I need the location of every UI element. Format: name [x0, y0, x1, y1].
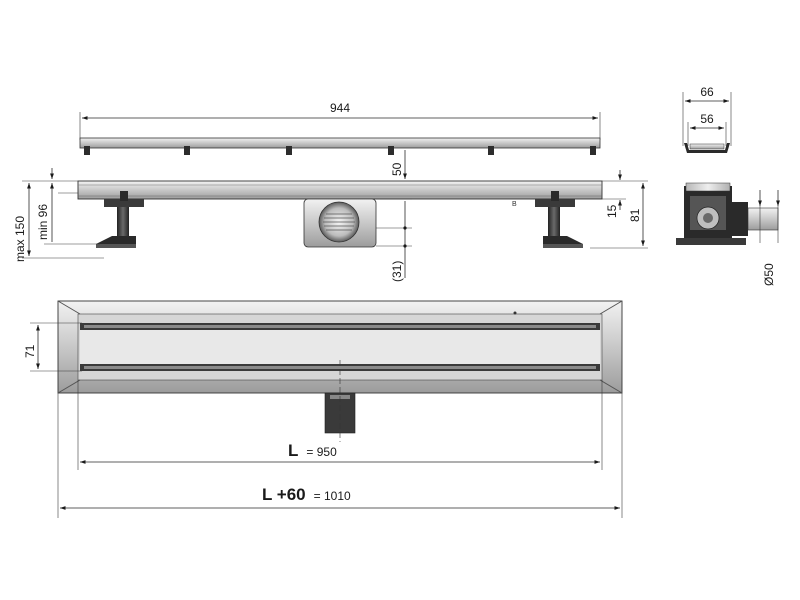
- dim-944-label: 944: [330, 101, 350, 115]
- dim-50-label: 50: [390, 162, 404, 176]
- left-adjustable-foot: [96, 191, 144, 248]
- dim-71-label: 71: [23, 344, 37, 358]
- profile-section: 66 56: [682, 85, 732, 153]
- dim-L60-label: L +60 = 1010: [262, 485, 351, 504]
- dim-15-label: 15: [605, 204, 619, 218]
- dim-66-label: 66: [700, 85, 714, 99]
- svg-text:B: B: [512, 201, 517, 208]
- dim-max150-label: max 150: [13, 216, 27, 262]
- top-grate-view: 944: [79, 101, 601, 155]
- dim-31-label: (31): [390, 261, 404, 282]
- dim-d50-label: Ø50: [762, 263, 776, 286]
- dim-81-label: 81: [628, 208, 642, 222]
- plan-view: 71 L = 950 L +60 = 1010: [23, 300, 623, 518]
- side-elevation: B 50 (31) 15 81 max 150 min 96: [13, 150, 648, 282]
- dim-L-label: L = 950: [288, 441, 337, 460]
- right-adjustable-foot: [535, 191, 583, 248]
- dim-56-label: 56: [700, 112, 714, 126]
- siphon-outlet-side: [303, 198, 377, 248]
- dim-min96-label: min 96: [36, 204, 50, 240]
- end-view-outlet: Ø50: [676, 182, 780, 286]
- grate-pins: [84, 146, 596, 155]
